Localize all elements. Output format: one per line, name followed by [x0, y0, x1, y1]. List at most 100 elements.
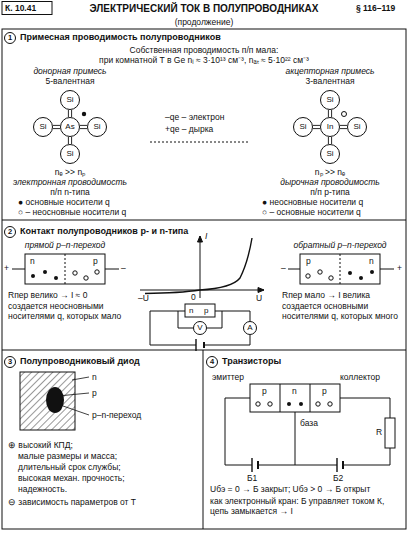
label: n: [30, 256, 35, 266]
bond-line: [68, 110, 71, 117]
node-text: 2: [8, 228, 12, 236]
label: +qe – дырка: [165, 124, 213, 134]
section-number: 3: [4, 356, 16, 368]
bond-stroke: [71, 110, 72, 117]
code-box: [2, 2, 52, 15]
label: дырочная проводимость: [280, 177, 380, 187]
iv-graph: [140, 236, 264, 298]
label: nₑ >> nₚ: [55, 167, 85, 177]
bond-stroke: [71, 137, 72, 144]
atom-circle: Si: [320, 144, 340, 164]
label: п/п p-типа: [310, 187, 349, 197]
label: 5-валентная: [45, 76, 94, 86]
bond-line: [328, 110, 331, 117]
label: n: [292, 386, 297, 396]
bond-stroke: [53, 128, 60, 129]
node-text: Si: [66, 150, 73, 158]
divider: [150, 142, 250, 143]
label: база: [300, 418, 318, 428]
label: Rпер мало → I велика: [282, 290, 370, 300]
bond-stroke: [331, 110, 332, 117]
atom-circle: Si: [60, 144, 80, 164]
label: создается основными носителями q, которы…: [282, 301, 402, 321]
carriers-forward: [31, 270, 99, 280]
bond-stroke: [331, 137, 332, 144]
label: прямой p–n-переход: [25, 240, 106, 250]
label: 3-валентная: [305, 76, 354, 86]
label: p–n-переход: [92, 410, 141, 420]
label: p: [204, 306, 208, 316]
bond-stroke: [313, 128, 320, 129]
label: p: [92, 388, 97, 398]
bond-stroke: [68, 137, 69, 144]
label: p: [262, 386, 267, 396]
bond-stroke: [340, 125, 347, 126]
node-text: Si: [353, 123, 360, 131]
atom-circle: Si: [293, 117, 313, 137]
label: § 116–119: [356, 3, 395, 13]
label: 0: [191, 292, 196, 302]
separator: [203, 350, 204, 529]
bond-line: [53, 125, 60, 128]
bond-line: [313, 125, 320, 128]
bond-line: [340, 125, 347, 128]
label: обратный p–n-переход: [293, 240, 386, 250]
label: –: [281, 263, 286, 273]
label: надежность.: [18, 484, 67, 494]
label: –U: [138, 293, 149, 303]
node-text: Si: [39, 123, 46, 131]
label: +: [4, 263, 9, 273]
atom-circle: Si: [60, 90, 80, 110]
pn-junction-forward: [12, 254, 119, 284]
node-text: 3: [8, 358, 12, 366]
page-title: ЭЛЕКТРИЧЕСКИЙ ТОК В ПОЛУПРОВОДНИКАХ: [89, 3, 318, 15]
bond-stroke: [80, 125, 87, 126]
atom-circle: Si: [320, 90, 340, 110]
node-text: In: [327, 123, 334, 131]
node-text: 4: [210, 358, 214, 366]
label: Б2: [333, 473, 343, 483]
label: малые размеры и масса;: [18, 451, 117, 461]
label: n: [189, 306, 193, 316]
node-text: As: [65, 123, 74, 131]
label: ⊕ высокий КПД;: [8, 440, 73, 450]
label: ● основные носители q: [18, 197, 110, 207]
meter-symbol: A: [243, 321, 257, 335]
label: Транзисторы: [222, 356, 281, 367]
bond-line: [68, 137, 71, 144]
atom-circle: In: [320, 117, 340, 137]
label: создается неосновными носителями q, кото…: [8, 301, 133, 321]
bond-line: [328, 137, 331, 144]
label: Контакт полупроводников p- и n-типа: [20, 226, 188, 237]
label: длительный срок службы;: [18, 462, 121, 472]
carriers-transistor: [256, 402, 332, 406]
label: как электронный кран: Б управляет током …: [210, 496, 402, 516]
test-circuit: [150, 304, 250, 351]
diode-picture: [20, 372, 89, 430]
label: p: [306, 256, 311, 266]
bond-stroke: [328, 110, 329, 117]
label: –qe – электрон: [165, 112, 224, 122]
atom-circle: As: [60, 117, 80, 137]
label: Примесная проводимость полупроводников: [20, 32, 221, 43]
label: Полупроводниковый диод: [20, 356, 140, 367]
label: p: [322, 386, 327, 396]
meter-symbol: V: [193, 321, 207, 335]
label: ⊖ зависимость параметров от T: [8, 497, 136, 507]
node-text: A: [247, 324, 252, 332]
label: nₚ >> nₑ: [315, 167, 345, 177]
label: R: [376, 427, 382, 437]
node-text: 1: [8, 34, 12, 42]
pn-junction-reverse: [288, 254, 394, 284]
label: n: [369, 256, 374, 266]
node-text: Si: [326, 150, 333, 158]
label: U: [256, 293, 262, 303]
atom-circle: Si: [347, 117, 367, 137]
frame: [2, 29, 406, 529]
label: –: [121, 263, 126, 273]
label: +: [397, 263, 402, 273]
label: (продолжение): [175, 17, 234, 27]
bond-line: [80, 125, 87, 128]
atom-circle: Si: [87, 117, 107, 137]
label: акцепторная примесь: [285, 66, 374, 76]
